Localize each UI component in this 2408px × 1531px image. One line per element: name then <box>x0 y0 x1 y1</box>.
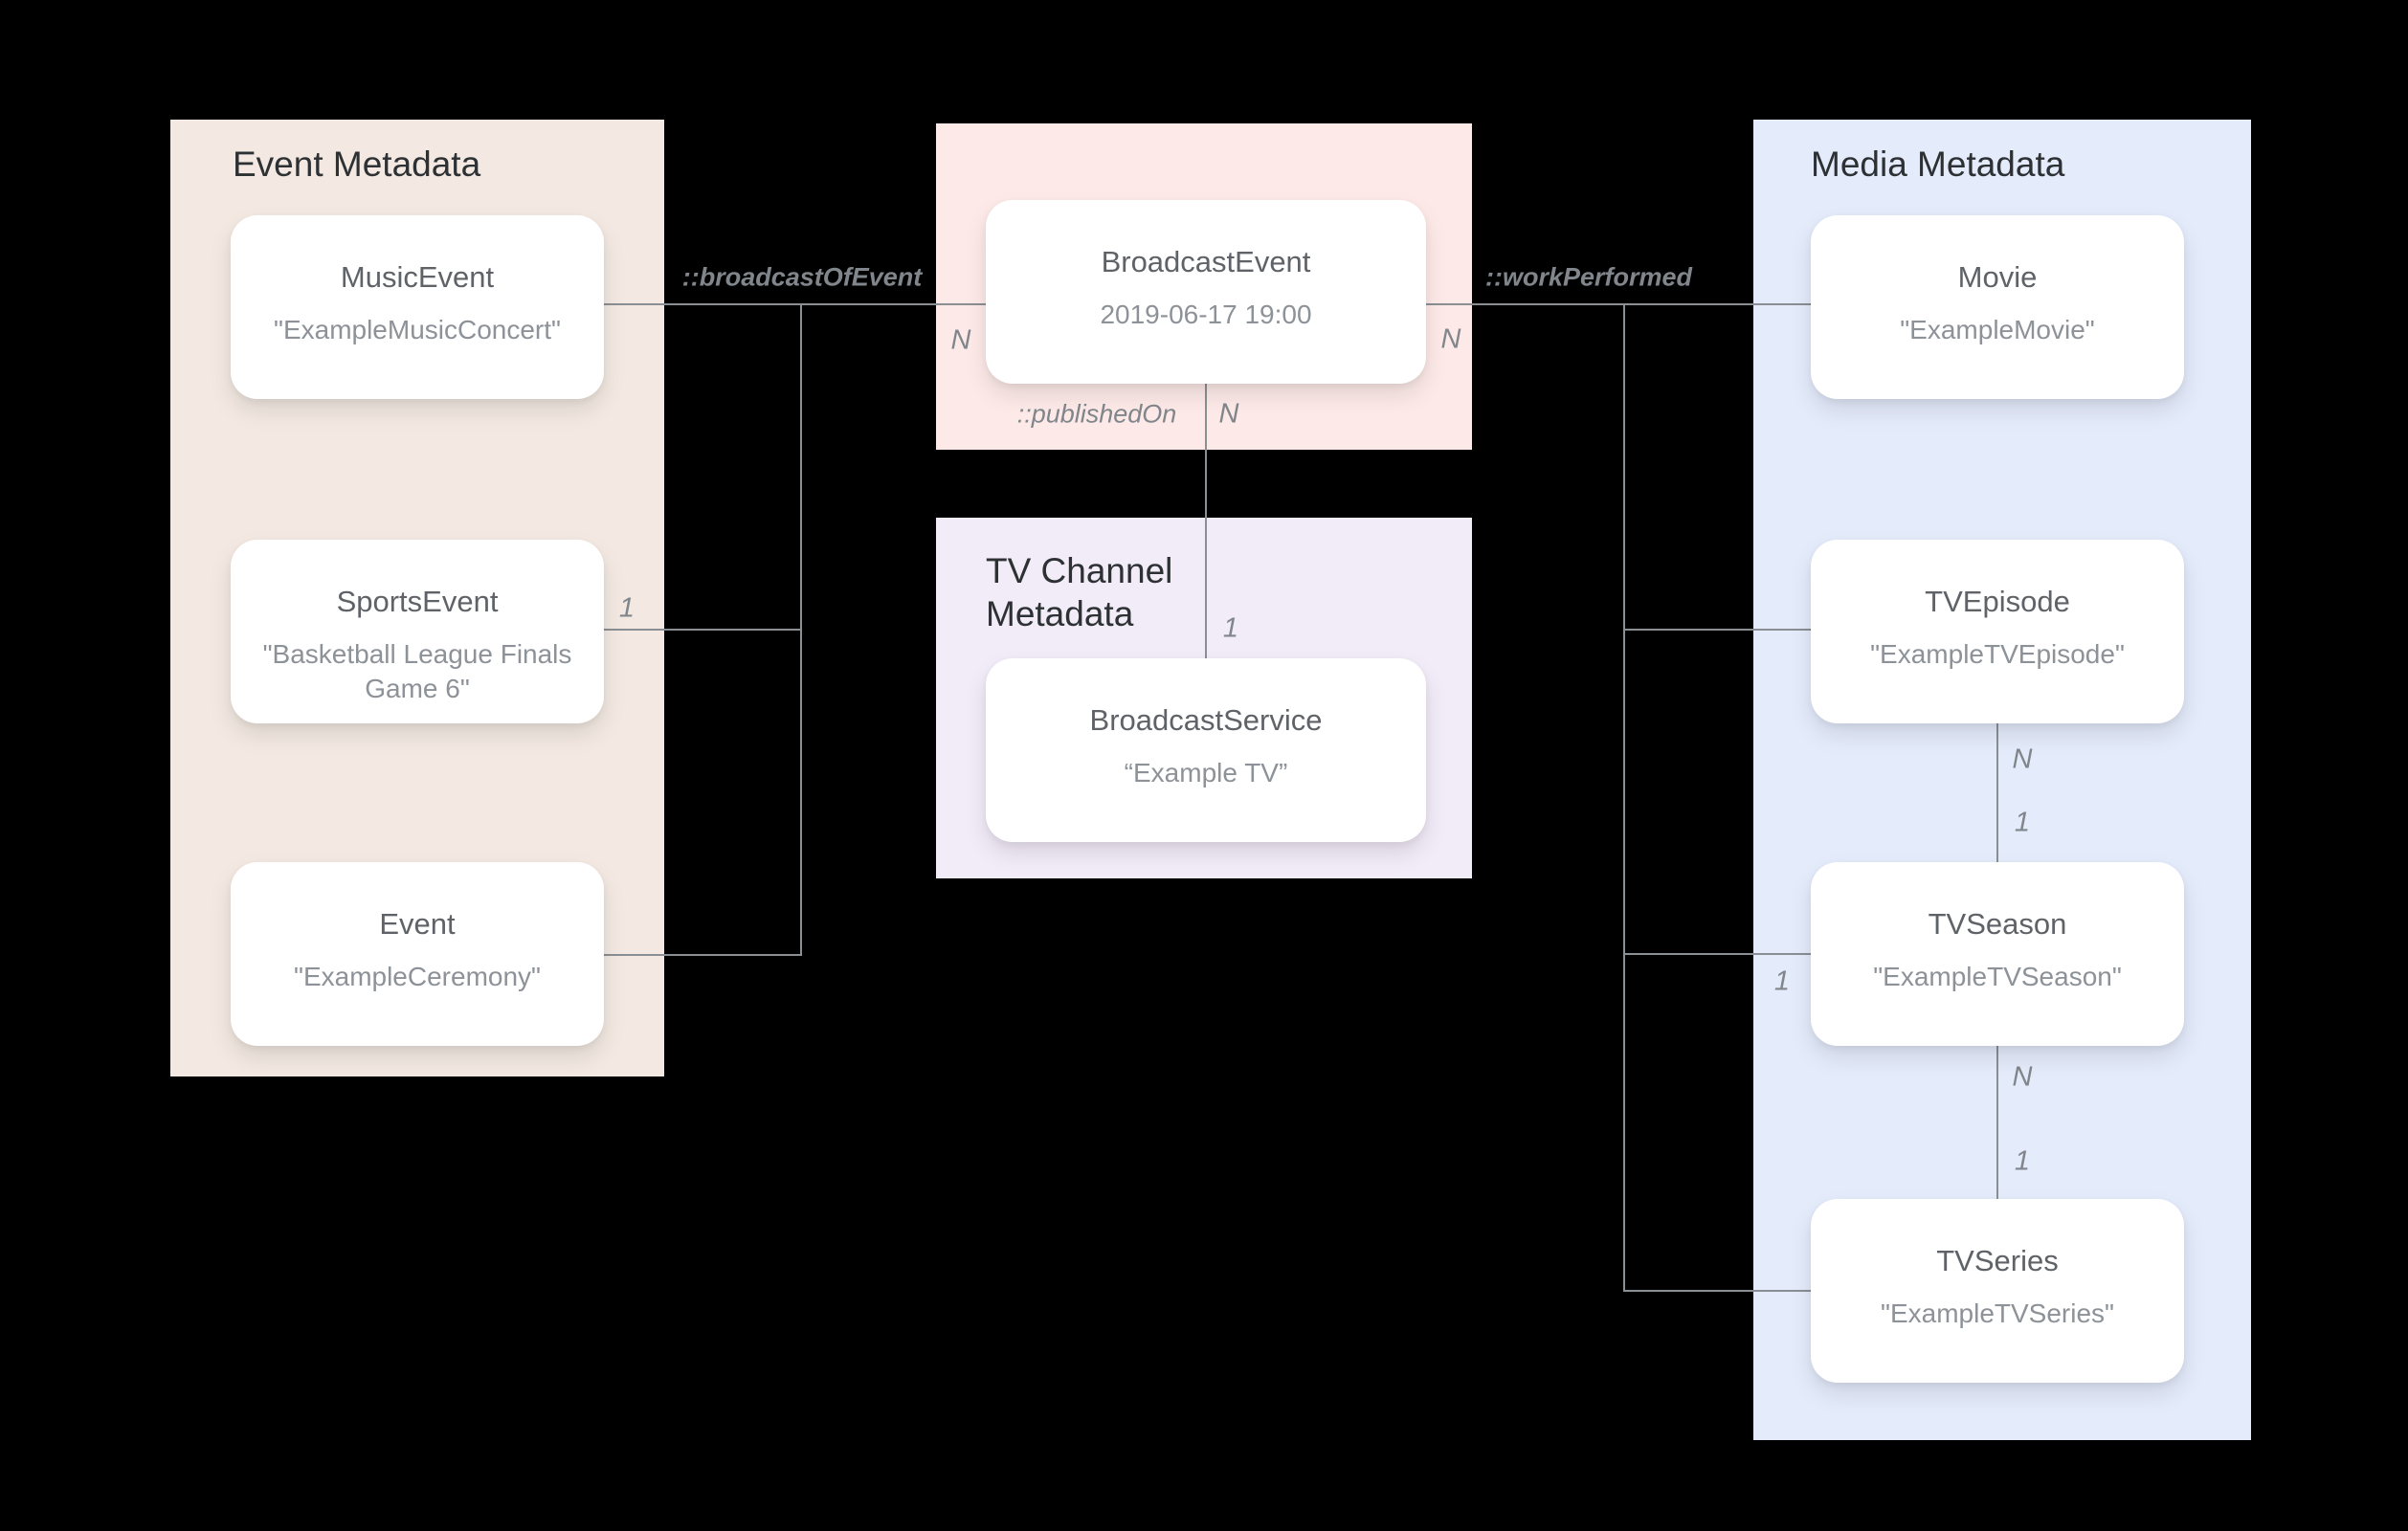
event-metadata-title: Event Metadata <box>233 144 481 184</box>
broadcast-service-title: BroadcastService <box>1089 703 1323 737</box>
event-title: Event <box>379 907 456 941</box>
broadcast-event-subtitle: 2019-06-17 19:00 <box>1100 300 1312 329</box>
tv-season-card: TVSeason "ExampleTVSeason" <box>1811 862 2184 1046</box>
season-series-line <box>1996 1046 1998 1199</box>
cardinality-season-series-1: 1 <box>2014 1145 2031 1177</box>
sports-event-subtitle: "Basketball League Finals Game 6" <box>262 639 572 703</box>
cardinality-episode-season-n: N <box>2012 743 2033 775</box>
broadcast-event-card: BroadcastEvent 2019-06-17 19:00 <box>986 200 1426 384</box>
movie-subtitle: "ExampleMovie" <box>1900 315 2095 344</box>
cardinality-published-on-n: N <box>1218 398 1239 430</box>
tv-season-subtitle: "ExampleTVSeason" <box>1873 962 2122 991</box>
media-bus-line <box>1623 303 1625 1292</box>
sports-event-title: SportsEvent <box>336 585 499 618</box>
sports-event-stub-line <box>604 629 802 631</box>
tv-season-stub-line <box>1623 953 1811 955</box>
tv-episode-subtitle: "ExampleTVEpisode" <box>1870 639 2125 669</box>
tv-series-title: TVSeries <box>1936 1244 2059 1277</box>
broadcast-service-card: BroadcastService “Example TV” <box>986 658 1426 842</box>
published-on-label: ::publishedOn <box>1016 399 1177 429</box>
cardinality-season-series-n: N <box>2012 1061 2033 1093</box>
cardinality-broadcast-of-event-n: N <box>950 324 971 356</box>
episode-season-line <box>1996 723 1998 862</box>
music-event-card: MusicEvent "ExampleMusicConcert" <box>231 215 604 399</box>
tv-episode-card: TVEpisode "ExampleTVEpisode" <box>1811 540 2184 723</box>
event-stub-line <box>604 954 802 956</box>
sports-event-card: SportsEvent "Basketball League Finals Ga… <box>231 540 604 723</box>
event-card: Event "ExampleCeremony" <box>231 862 604 1046</box>
broadcast-event-title: BroadcastEvent <box>1101 245 1311 278</box>
cardinality-work-performed-n: N <box>1440 323 1461 355</box>
published-on-line <box>1205 384 1207 658</box>
cardinality-tv-season-1: 1 <box>1773 965 1791 997</box>
tv-episode-stub-line <box>1623 629 1811 631</box>
work-performed-label: ::workPerformed <box>1484 262 1693 292</box>
event-subtitle: "ExampleCeremony" <box>294 962 541 991</box>
tv-channel-metadata-title: TV Channel Metadata <box>986 551 1173 633</box>
broadcast-of-event-label: ::broadcastOfEvent <box>681 262 923 292</box>
cardinality-sports-event-1: 1 <box>618 592 635 624</box>
broadcast-service-subtitle: “Example TV” <box>1124 758 1288 788</box>
music-event-subtitle: "ExampleMusicConcert" <box>274 315 561 344</box>
broadcast-of-event-line <box>604 303 986 305</box>
tv-series-card: TVSeries "ExampleTVSeries" <box>1811 1199 2184 1383</box>
tv-series-subtitle: "ExampleTVSeries" <box>1881 1298 2114 1328</box>
tv-series-stub-line <box>1623 1290 1811 1292</box>
cardinality-episode-season-1: 1 <box>2014 807 2031 838</box>
tv-season-title: TVSeason <box>1928 907 2067 941</box>
work-performed-line <box>1426 303 1811 305</box>
tv-episode-title: TVEpisode <box>1925 585 2070 618</box>
movie-title: Movie <box>1957 260 2038 294</box>
movie-card: Movie "ExampleMovie" <box>1811 215 2184 399</box>
media-metadata-title: Media Metadata <box>1811 144 2065 184</box>
cardinality-published-on-1: 1 <box>1222 612 1239 644</box>
music-event-title: MusicEvent <box>340 260 495 294</box>
